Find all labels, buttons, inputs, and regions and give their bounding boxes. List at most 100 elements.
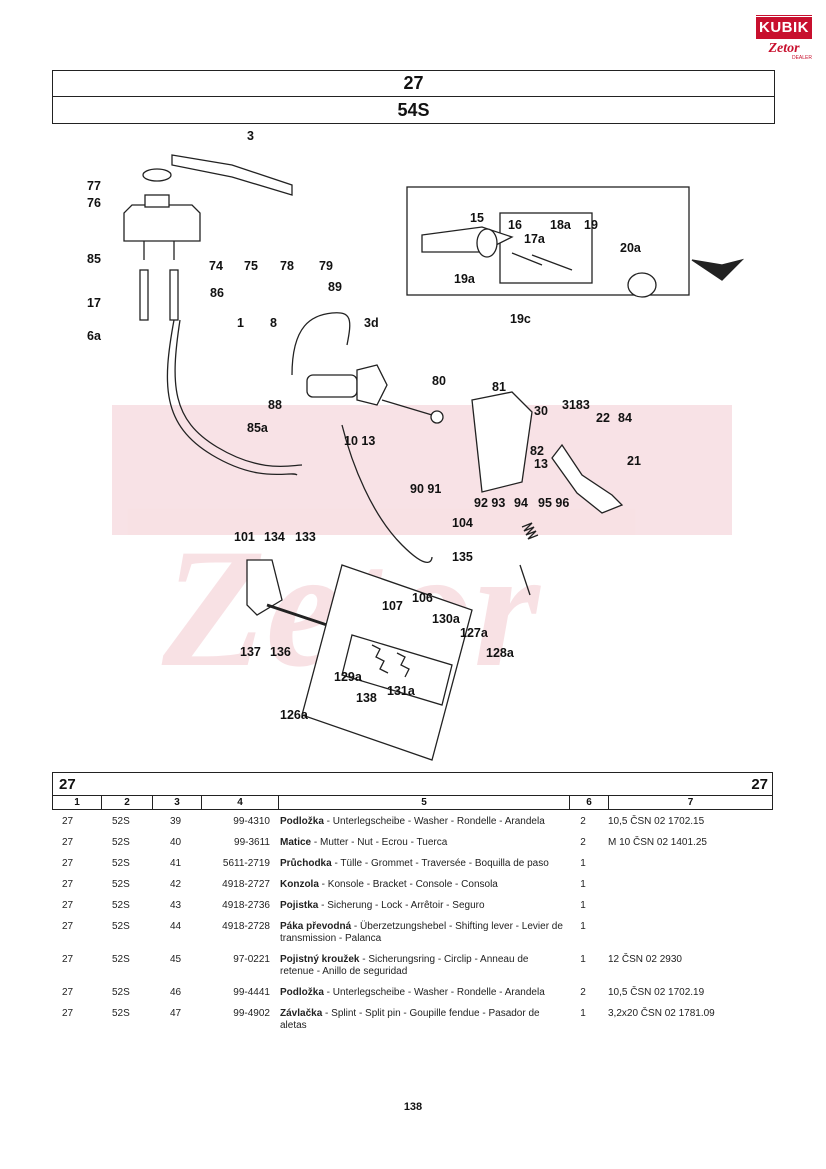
svg-text:10 13: 10 13 [344, 434, 375, 448]
cell-model: 52S [112, 837, 130, 848]
svg-text:129a: 129a [334, 670, 363, 684]
svg-text:21: 21 [627, 454, 641, 468]
cell-model: 52S [112, 1008, 130, 1019]
cell-position: 41 [170, 858, 182, 869]
svg-text:133: 133 [295, 530, 316, 544]
cell-description: Podložka - Unterlegscheibe - Washer - Ro… [274, 816, 564, 828]
svg-text:18a: 18a [550, 218, 572, 232]
svg-text:127a: 127a [460, 626, 489, 640]
cell-part-number: 99-4902 [233, 1008, 270, 1019]
cell-model: 52S [112, 879, 130, 890]
cell-part-number: 99-4310 [233, 816, 270, 827]
cell-position: 43 [170, 900, 182, 911]
part-translations: - Konsole - Bracket - Console - Consola [318, 879, 498, 890]
col-header-5: 5 [279, 796, 570, 809]
kubik-zetor-logo: KUBIK Zetor DEALER [756, 14, 812, 64]
col-header-4: 4 [202, 796, 279, 809]
cell-description: Páka převodná - Überzetzungshebel - Shif… [274, 921, 564, 945]
logo-dealer: DEALER [791, 55, 812, 61]
cell-position: 44 [170, 921, 182, 932]
svg-text:16: 16 [508, 218, 522, 232]
svg-text:74: 74 [209, 259, 223, 273]
part-name: Matice [280, 837, 312, 848]
svg-text:19a: 19a [454, 272, 476, 286]
cell-model: 52S [112, 921, 130, 932]
svg-text:95 96: 95 96 [538, 496, 569, 510]
part-name: Pojistný kroužek [280, 954, 360, 965]
cell-description: Závlačka - Splint - Split pin - Goupille… [274, 1008, 564, 1032]
col-header-6: 6 [570, 796, 609, 809]
svg-text:81: 81 [492, 380, 506, 394]
cell-description: Pojistka - Sicherung - Lock - Arrêtoir -… [274, 900, 564, 912]
part-name: Páka převodná [280, 921, 352, 932]
svg-text:101: 101 [234, 530, 255, 544]
svg-text:79: 79 [319, 259, 333, 273]
diagram-svg: Zetor [87, 129, 745, 761]
svg-text:22: 22 [596, 411, 610, 425]
svg-text:134: 134 [264, 530, 285, 544]
cell-norm: 10,5 ČSN 02 1702.19 [608, 987, 705, 998]
cell-position: 40 [170, 837, 182, 848]
svg-text:107: 107 [382, 599, 403, 613]
svg-text:19: 19 [584, 218, 598, 232]
cell-model: 52S [112, 987, 130, 998]
cell-group: 27 [62, 921, 74, 932]
svg-text:92 93: 92 93 [474, 496, 505, 510]
cell-quantity: 2 [580, 837, 586, 848]
svg-text:86: 86 [210, 286, 224, 300]
cell-norm [602, 879, 773, 891]
part-translations: - Splint - Split pin - Goupille fendue -… [280, 1008, 540, 1031]
part-name: Pojistka [280, 900, 319, 911]
cell-group: 27 [62, 837, 74, 848]
group-number: 27 [403, 73, 424, 93]
cell-norm [602, 900, 773, 912]
cell-quantity: 1 [580, 879, 586, 890]
svg-text:128a: 128a [486, 646, 515, 660]
svg-text:3183: 3183 [562, 398, 590, 412]
svg-text:1: 1 [237, 316, 244, 330]
part-translations: - Unterlegscheibe - Washer - Rondelle - … [323, 987, 545, 998]
svg-text:94: 94 [514, 496, 528, 510]
group-label-left: 27 [59, 776, 76, 793]
cell-group: 27 [62, 879, 74, 890]
cell-group: 27 [62, 954, 74, 965]
svg-text:130a: 130a [432, 612, 461, 626]
cell-description: Průchodka - Tülle - Grommet - Traversée … [274, 858, 564, 870]
cell-quantity: 1 [580, 954, 586, 965]
cell-group: 27 [62, 816, 74, 827]
part-translations: - Überzetzungshebel - Shifting lever - L… [280, 921, 563, 944]
col-header-2: 2 [102, 796, 153, 809]
column-header-row: 1 2 3 4 5 6 7 [52, 796, 773, 810]
part-translations: - Unterlegscheibe - Washer - Rondelle - … [323, 816, 545, 827]
part-name: Podložka [280, 816, 324, 827]
cell-norm [602, 858, 773, 870]
cell-quantity: 1 [580, 900, 586, 911]
part-name: Konzola [280, 879, 319, 890]
svg-text:131a: 131a [387, 684, 416, 698]
cell-quantity: 2 [580, 816, 586, 827]
svg-text:6a: 6a [87, 329, 102, 343]
cell-norm: 3,2x20 ČSN 02 1781.09 [608, 1008, 715, 1019]
part-name: Podložka [280, 987, 324, 998]
header-box: 27 54S [52, 70, 775, 124]
group-label-right: 27 [751, 776, 768, 793]
svg-text:80: 80 [432, 374, 446, 388]
cell-norm [602, 921, 773, 945]
cell-quantity: 1 [580, 1008, 586, 1019]
cell-norm: M 10 ČSN 02 1401.25 [608, 837, 707, 848]
svg-text:20a: 20a [620, 241, 642, 255]
svg-text:104: 104 [452, 516, 473, 530]
cell-part-number: 97-0221 [233, 954, 270, 965]
svg-text:17: 17 [87, 296, 101, 310]
svg-text:3: 3 [247, 129, 254, 143]
cell-description: Pojistný kroužek - Sicherungsring - Circ… [274, 954, 564, 978]
col-header-7: 7 [687, 797, 694, 808]
cell-part-number: 4918-2728 [222, 921, 270, 932]
col-header-3: 3 [153, 796, 202, 809]
